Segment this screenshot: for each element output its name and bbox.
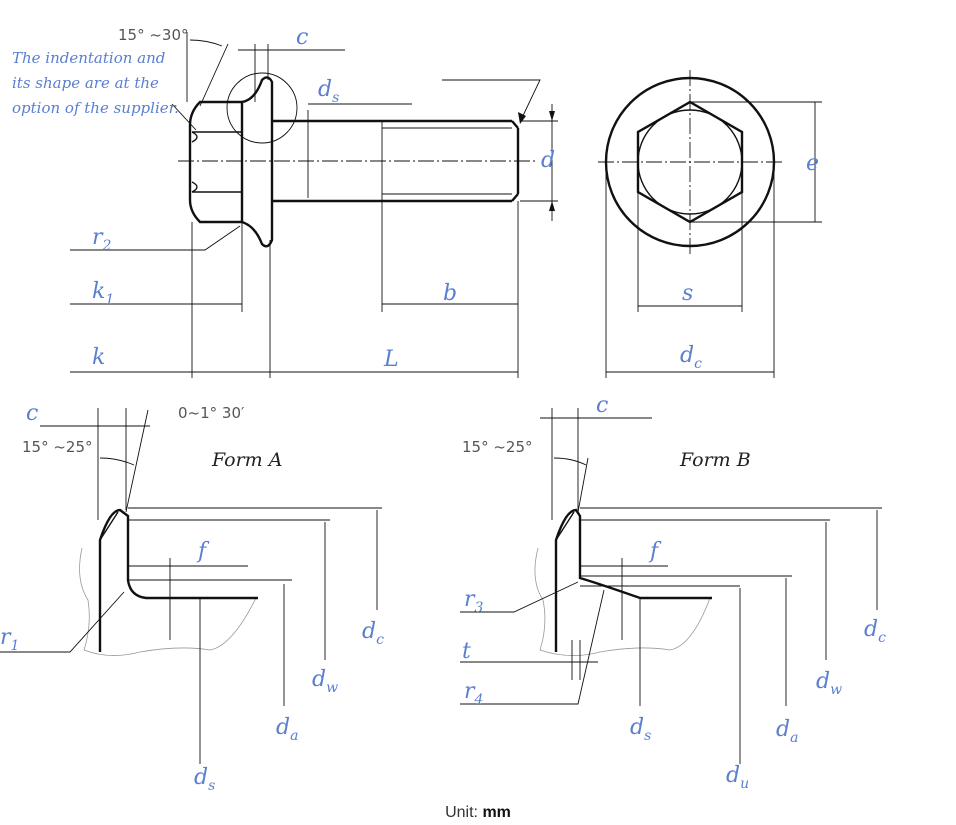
label-dc-form-a-base: d [362,619,376,644]
label-r3-base: r [464,587,476,612]
end-view [598,70,822,378]
label-c-form-b: c [596,393,608,418]
label-r1-base: r [0,625,12,650]
label-k1-sub: 1 [105,292,114,308]
unit-value: mm [482,804,511,821]
label-k: k [92,345,105,370]
label-t: t [462,639,471,664]
side-view [70,32,558,378]
label-ds-form-b-sub: s [644,728,651,744]
label-r3: r3 [464,587,484,616]
label-L: L [383,347,399,372]
label-ds-top: ds [318,77,339,106]
label-r1: r1 [0,625,19,654]
form-b-title: Form B [679,449,751,471]
label-c-form-a: c [26,401,38,426]
label-ds-form-a-sub: s [208,778,215,794]
form-a-chamfer-angle: 15° ~25° [22,438,93,456]
label-da-form-b-sub: a [790,730,798,746]
label-s: s [682,281,693,306]
label-da-form-a: da [276,715,298,744]
label-dw-form-a: dw [312,667,338,696]
label-ds-form-b: ds [630,715,651,744]
top-chamfer-angle: 15° ~30° [118,26,189,44]
note-line-2: its shape are at the [12,74,159,92]
unit-label: Unit: [445,804,478,821]
form-a-detail [0,408,382,764]
form-b-detail [460,408,882,764]
label-r4: r4 [464,679,483,708]
label-dc-form-b: dc [864,617,886,646]
label-r3-sub: 3 [475,600,484,616]
label-r1-sub: 1 [11,638,20,654]
label-dw-form-a-sub: w [326,680,338,696]
label-da-form-b-base: d [776,717,790,742]
label-k1-base: k [92,279,105,304]
label-du-form-b: du [726,763,749,792]
label-dc-end: dc [680,343,702,372]
label-ds-top-sub: s [332,90,339,106]
label-ds-form-a-base: d [194,765,208,790]
label-du-form-b-base: d [726,763,740,788]
label-dw-form-b: dw [816,669,842,698]
label-da-form-a-sub: a [290,728,298,744]
label-da-form-b: da [776,717,798,746]
form-b-chamfer-angle: 15° ~25° [462,438,533,456]
label-dc-form-a: dc [362,619,384,648]
label-c-top: c [296,25,308,50]
note-line-1: The indentation and [12,49,165,67]
label-k1: k1 [92,279,114,308]
label-r4-base: r [464,679,476,704]
label-ds-form-b-base: d [630,715,644,740]
label-e: e [806,151,819,176]
label-dc-form-a-sub: c [376,632,384,648]
label-d: d [541,148,555,173]
label-dc-form-b-base: d [864,617,878,642]
label-b: b [443,281,457,306]
label-f-form-a: f [196,539,210,564]
label-ds-form-a: ds [194,765,215,794]
label-da-form-a-base: d [276,715,290,740]
note-line-3: option of the supplier. [12,99,179,117]
label-dw-form-a-base: d [312,667,326,692]
label-r4-sub: 4 [474,692,484,708]
form-a-title: Form A [211,449,282,471]
label-r2: r2 [92,225,112,254]
label-r2-sub: 2 [102,238,112,254]
label-dc-form-b-sub: c [878,630,886,646]
unit-caption: Unit: mm [0,804,956,822]
label-du-form-b-sub: u [740,776,749,792]
label-dw-form-b-sub: w [830,682,842,698]
label-dw-form-b-base: d [816,669,830,694]
label-dc-end-sub: c [694,356,702,372]
label-f-form-b: f [648,539,662,564]
flange-bolt-drawing: 15° ~30° The indentation and its shape a… [0,25,886,794]
form-a-bearing-angle: 0~1° 30′ [178,404,245,422]
label-dc-end-base: d [680,343,694,368]
label-r2-base: r [92,225,104,250]
label-ds-top-base: d [318,77,332,102]
